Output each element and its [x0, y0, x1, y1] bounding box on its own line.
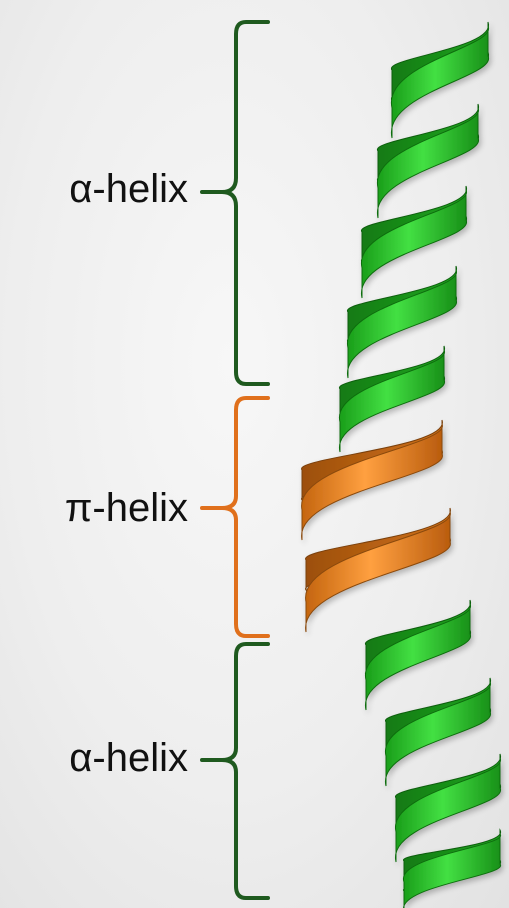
helix-front-strand: [305, 511, 451, 633]
bracket-alpha-bottom: [200, 642, 270, 900]
label-alpha-helix-top: α-helix: [69, 167, 188, 211]
helix-front-strand: [301, 423, 443, 541]
bracket-alpha-top: [200, 20, 270, 386]
helix-front-strand: [385, 681, 491, 787]
helix-ribbon: [301, 21, 501, 908]
helix-front-strand: [347, 269, 457, 379]
helix-front-strand: [339, 349, 445, 453]
helix-front-strand: [361, 189, 467, 299]
label-alpha-helix-bottom: α-helix: [69, 736, 188, 780]
helix-front-strand: [391, 25, 489, 139]
helix-front-strand: [377, 107, 479, 219]
helix-front-strand: [403, 832, 501, 908]
label-pi-helix: π-helix: [64, 486, 188, 530]
bracket-pi-middle: [200, 396, 270, 638]
helix-front-strand: [365, 603, 471, 711]
helix-front-strand: [395, 757, 501, 863]
